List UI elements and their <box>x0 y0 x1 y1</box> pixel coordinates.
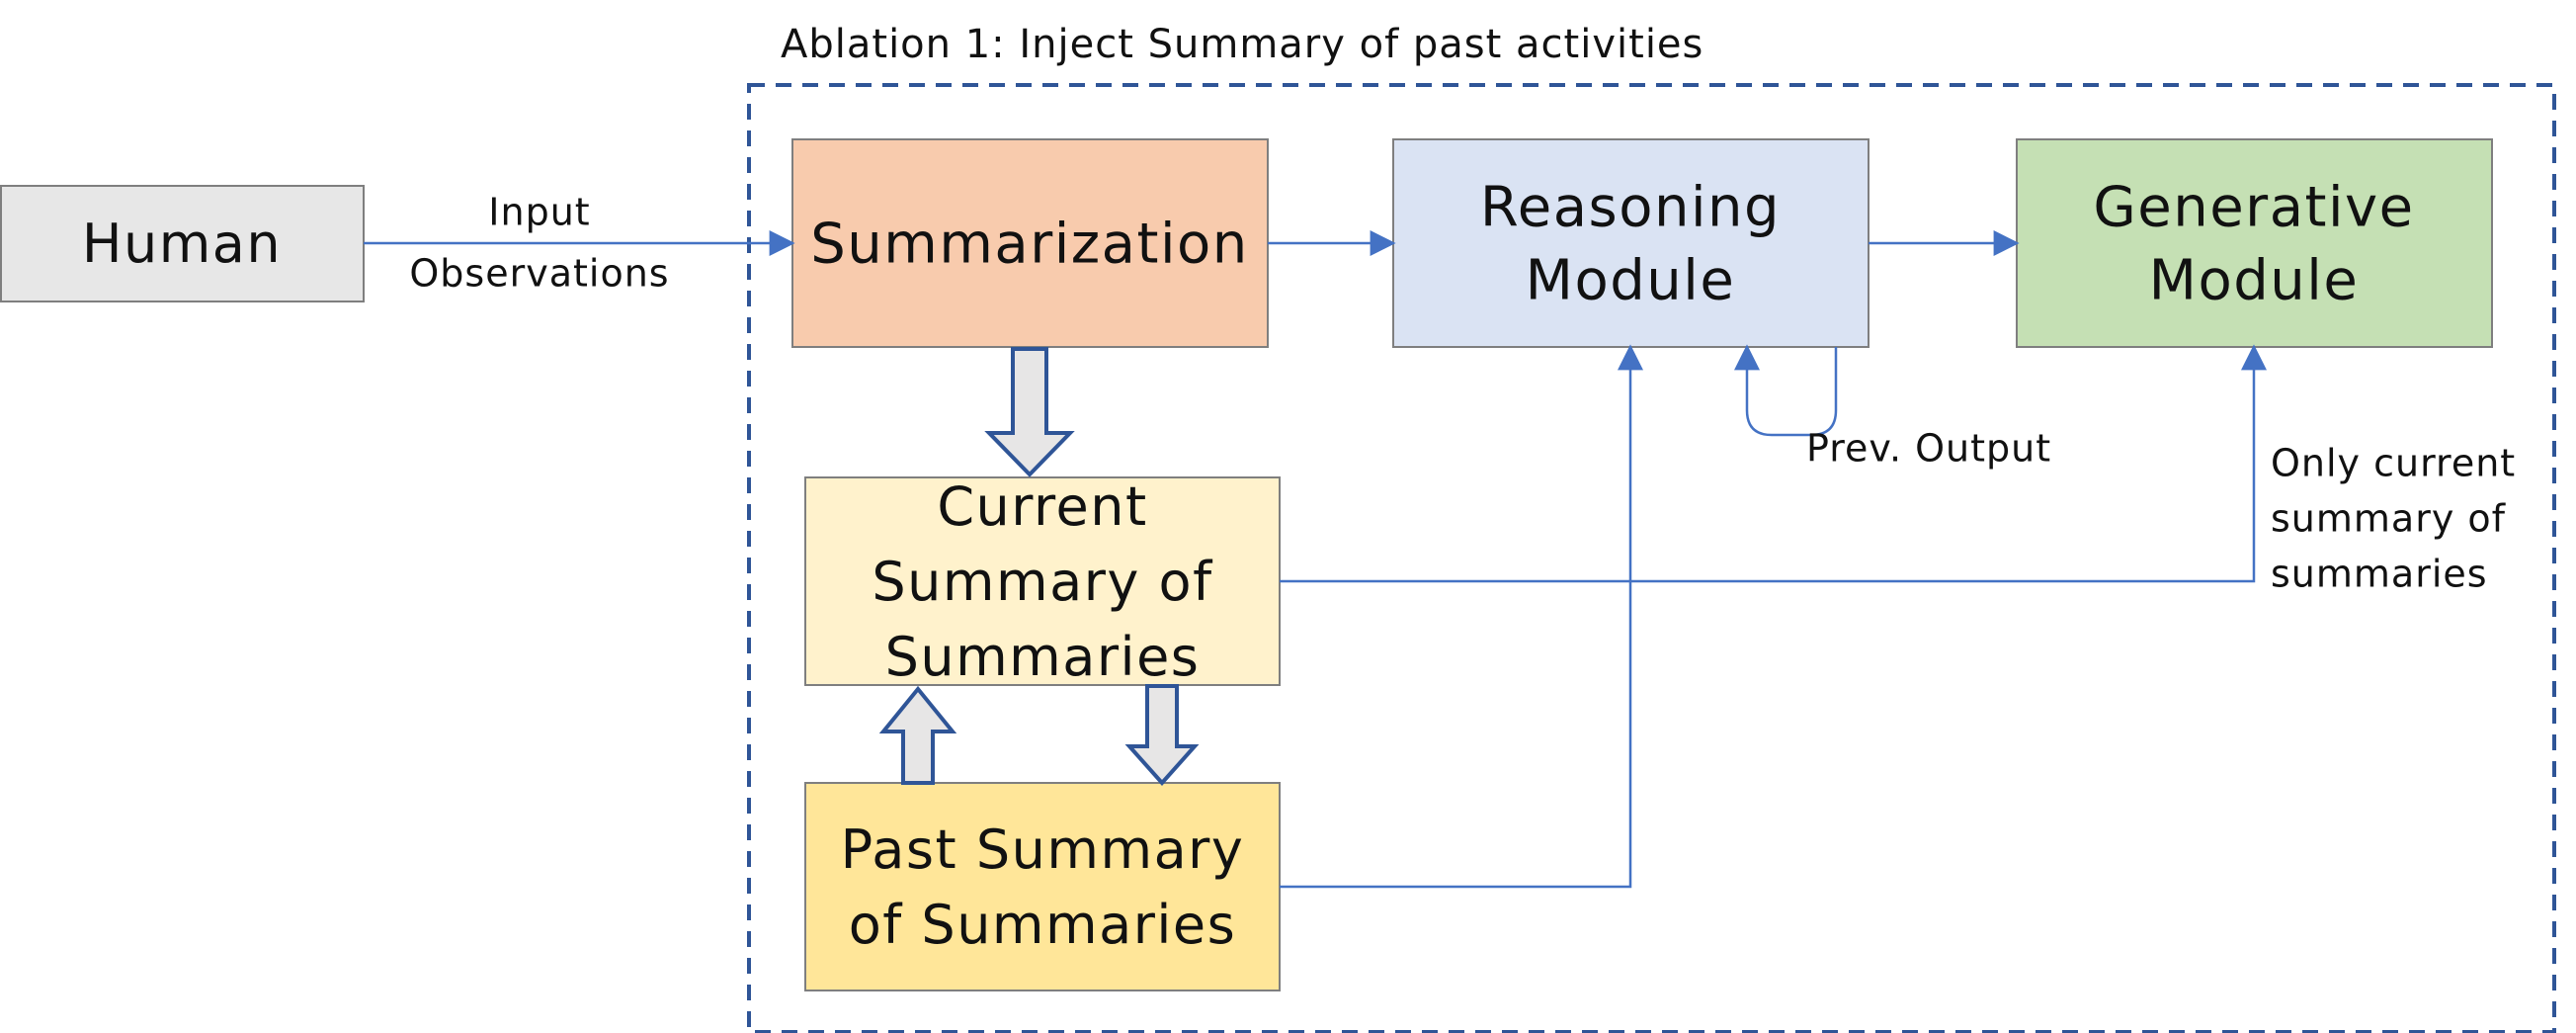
arrow-current-summary-to-generative <box>1280 344 2267 583</box>
text-line: of Summaries <box>849 894 1237 956</box>
prev-output-label: Prev. Output <box>1806 426 2051 470</box>
block-arrow-past-to-current <box>878 685 957 785</box>
text-line: Past Summary <box>841 818 1245 881</box>
text-line: summaries <box>2271 552 2488 595</box>
connectors <box>364 230 2267 889</box>
summarization-label: Summarization <box>810 213 1249 277</box>
node-summarization: Summarization <box>791 138 1269 348</box>
text-line: Human <box>82 213 282 275</box>
ablation-boundary <box>747 83 2556 1033</box>
arrow-past-summary-to-reasoning <box>1280 344 1643 889</box>
text-line: Module <box>2149 249 2360 313</box>
diagram-title: Ablation 1: Inject Summary of past activ… <box>781 22 1703 67</box>
text-line: Prev. Output <box>1806 426 2051 470</box>
block-arrow-summarization-to-current <box>984 347 1075 477</box>
node-past-summary-of-summaries: Past Summary of Summaries <box>804 782 1281 991</box>
text-line: summary of <box>2271 496 2507 540</box>
text-line: Observations <box>409 251 669 295</box>
only-current-summary-label: Only current summary of summaries <box>2271 441 2516 595</box>
text-line: Summaries <box>885 626 1201 688</box>
text-line: Generative <box>2093 176 2414 240</box>
node-human: Human <box>0 185 365 302</box>
past-summary-label: Past Summary of Summaries <box>841 818 1245 956</box>
text-line: Only current <box>2271 441 2516 484</box>
text-line: Module <box>1526 249 1736 313</box>
text-line: Summary of <box>872 551 1213 613</box>
text-line: Input <box>488 190 590 233</box>
text-line: Current <box>937 475 1147 538</box>
arrow-prev-output-loop <box>1734 344 1838 437</box>
human-label: Human <box>82 213 282 275</box>
block-arrows <box>878 347 1200 787</box>
block-arrow-current-to-past <box>1124 684 1200 787</box>
text-line: Reasoning <box>1480 176 1781 240</box>
text-line: Summarization <box>810 213 1249 277</box>
